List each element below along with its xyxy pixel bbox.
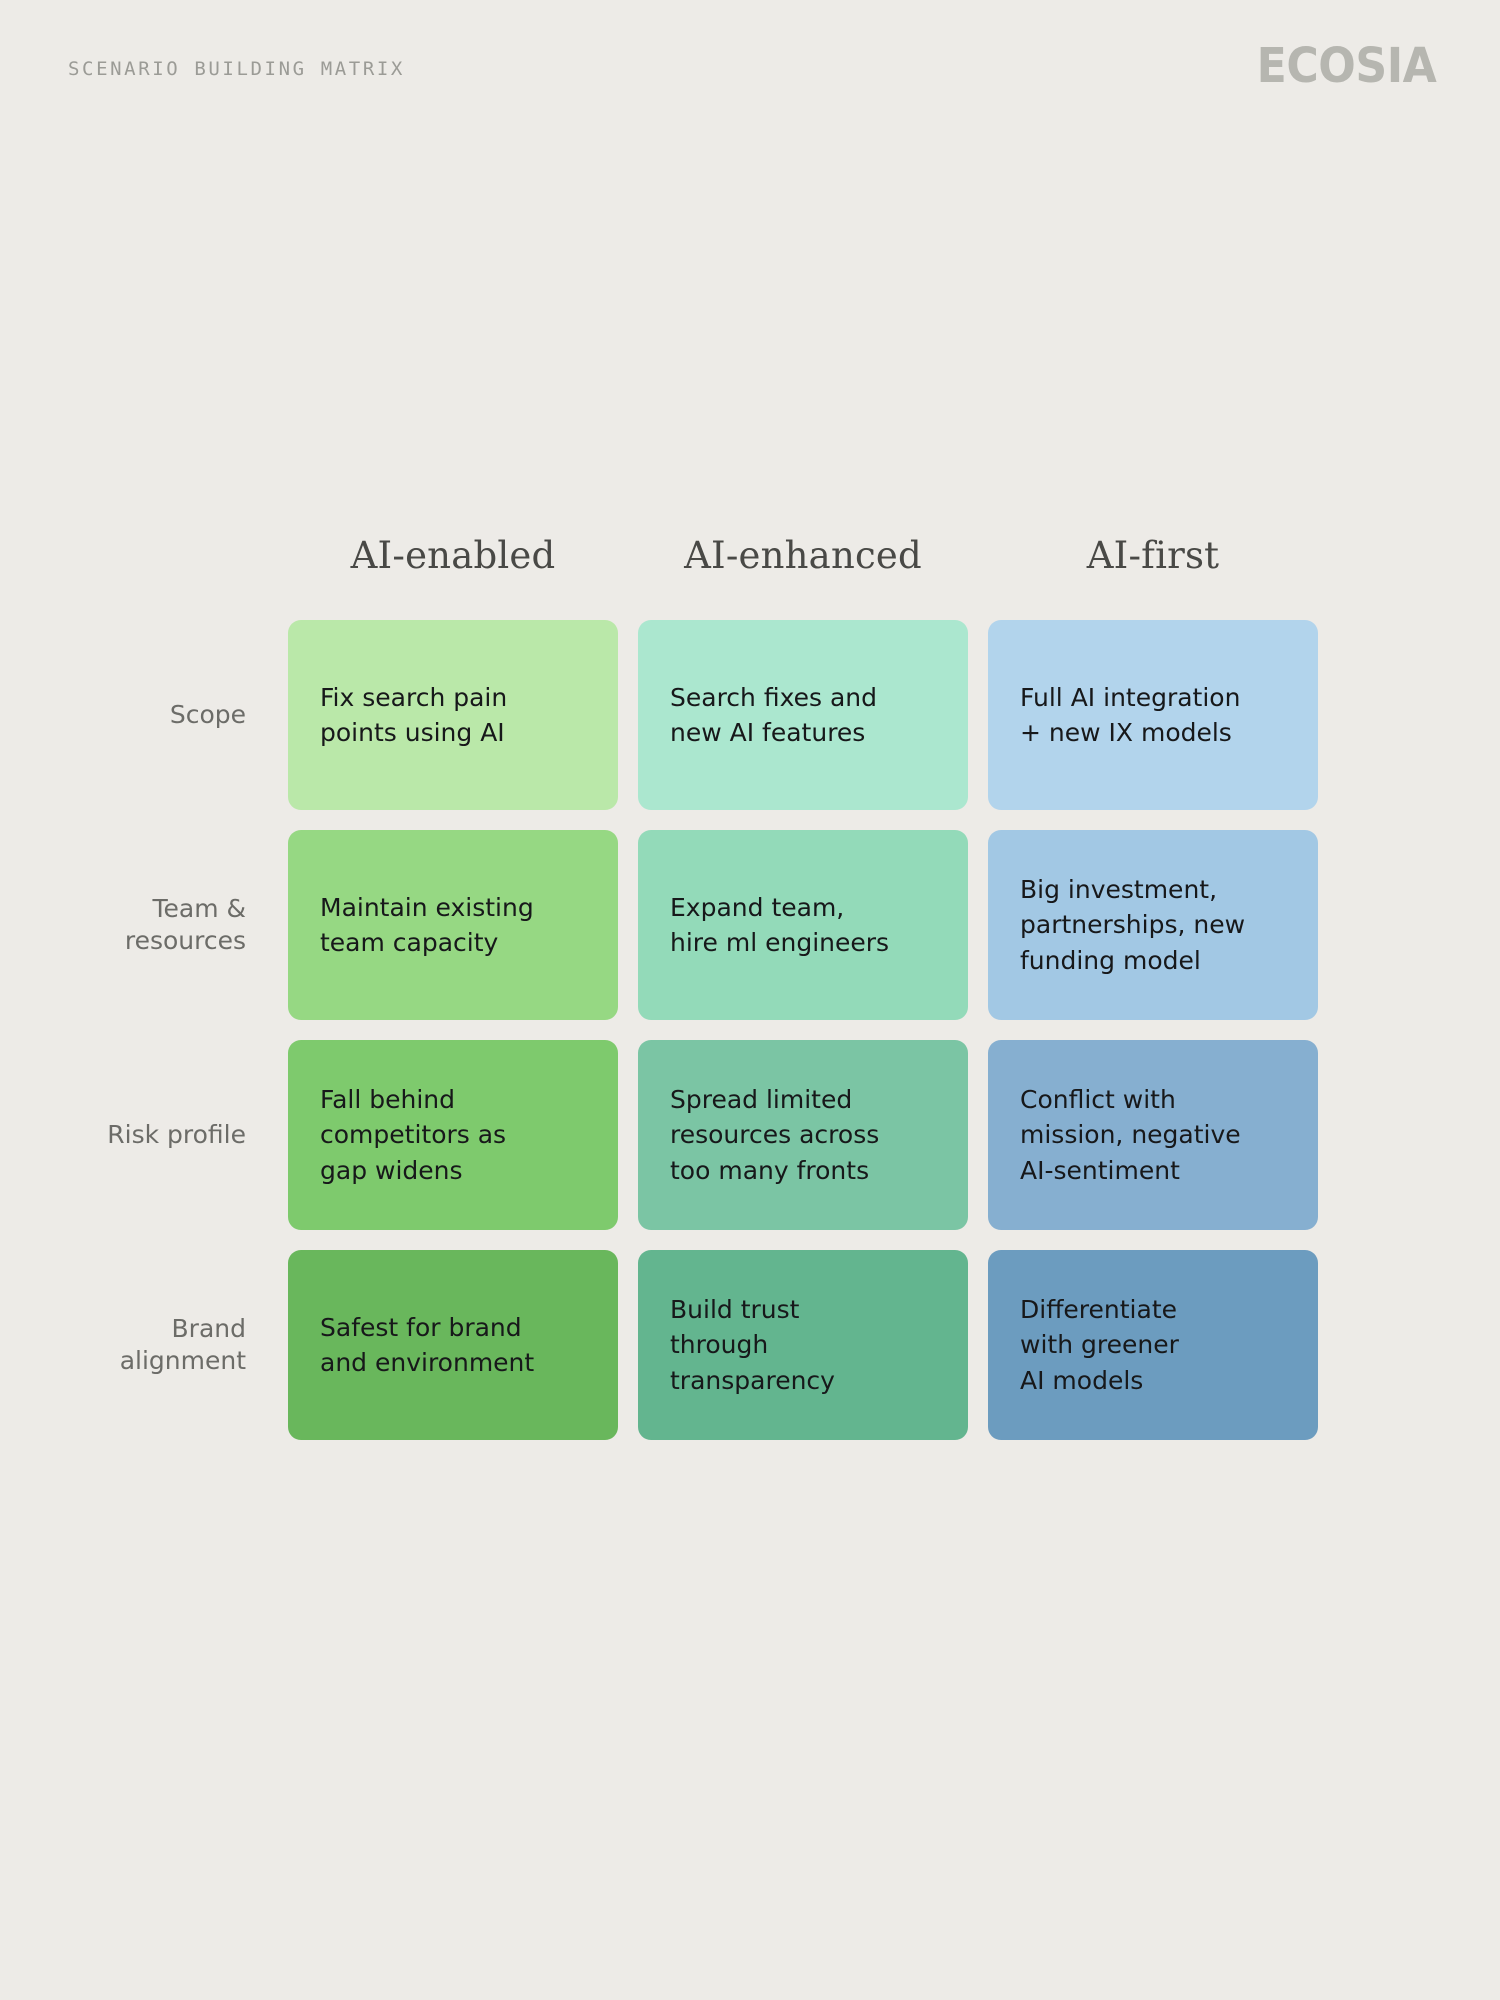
row-header-team-resources: Team & resources xyxy=(124,894,246,955)
matrix-cell-text: Full AI integration + new IX models xyxy=(1020,682,1241,748)
matrix-cell-risk-profile-ai-enabled[interactable]: Fall behind competitors as gap widens xyxy=(288,1040,618,1230)
top-bar: SCENARIO BUILDING MATRIX ECOSIA xyxy=(0,0,1500,120)
matrix-cell-risk-profile-ai-first[interactable]: Conflict with mission, negative AI-senti… xyxy=(988,1040,1318,1230)
matrix-cell-brand-alignment-ai-enabled[interactable]: Safest for brand and environment xyxy=(288,1250,618,1440)
matrix-cell-brand-alignment-ai-first[interactable]: Differentiate with greener AI models xyxy=(988,1250,1318,1440)
page-eyebrow-title: SCENARIO BUILDING MATRIX xyxy=(68,58,405,80)
matrix-cell-text: Fix search pain points using AI xyxy=(320,682,508,748)
matrix-cell-team-resources-ai-first[interactable]: Big investment, partnerships, new fundin… xyxy=(988,830,1318,1020)
matrix-cell-team-resources-ai-enabled[interactable]: Maintain existing team capacity xyxy=(288,830,618,1020)
matrix-cell-text: Expand team, hire ml engineers xyxy=(670,892,890,958)
column-header-ai-enhanced: AI-enhanced xyxy=(684,533,922,577)
matrix-cell-text: Big investment, partnerships, new fundin… xyxy=(1020,874,1246,975)
matrix-corner-spacer xyxy=(88,510,268,600)
row-header-scope: Scope xyxy=(169,700,246,729)
matrix-cell-risk-profile-ai-enhanced[interactable]: Spread limited resources across too many… xyxy=(638,1040,968,1230)
matrix-grid: AI-enabled AI-enhanced AI-first Scope Fi… xyxy=(88,510,1318,1440)
matrix-cell-text: Safest for brand and environment xyxy=(320,1312,535,1378)
row-header-risk-profile: Risk profile xyxy=(107,1120,246,1149)
matrix-cell-text: Build trust through transparency xyxy=(670,1294,835,1395)
ecosia-logo: ECOSIA xyxy=(1256,38,1436,94)
matrix-cell-team-resources-ai-enhanced[interactable]: Expand team, hire ml engineers xyxy=(638,830,968,1020)
scenario-matrix: AI-enabled AI-enhanced AI-first Scope Fi… xyxy=(88,510,1318,1440)
matrix-cell-scope-ai-enabled[interactable]: Fix search pain points using AI xyxy=(288,620,618,810)
column-header-ai-first: AI-first xyxy=(1086,533,1220,577)
matrix-cell-text: Differentiate with greener AI models xyxy=(1020,1294,1179,1395)
row-header-brand-alignment: Brand alignment xyxy=(119,1314,246,1375)
matrix-cell-scope-ai-first[interactable]: Full AI integration + new IX models xyxy=(988,620,1318,810)
matrix-cell-text: Conflict with mission, negative AI-senti… xyxy=(1020,1084,1241,1185)
matrix-cell-text: Maintain existing team capacity xyxy=(320,892,534,958)
matrix-cell-scope-ai-enhanced[interactable]: Search fixes and new AI features xyxy=(638,620,968,810)
matrix-cell-text: Fall behind competitors as gap widens xyxy=(320,1084,507,1185)
column-header-ai-enabled: AI-enabled xyxy=(350,533,556,577)
matrix-cell-text: Search fixes and new AI features xyxy=(670,682,877,748)
matrix-cell-text: Spread limited resources across too many… xyxy=(670,1084,880,1185)
matrix-cell-brand-alignment-ai-enhanced[interactable]: Build trust through transparency xyxy=(638,1250,968,1440)
